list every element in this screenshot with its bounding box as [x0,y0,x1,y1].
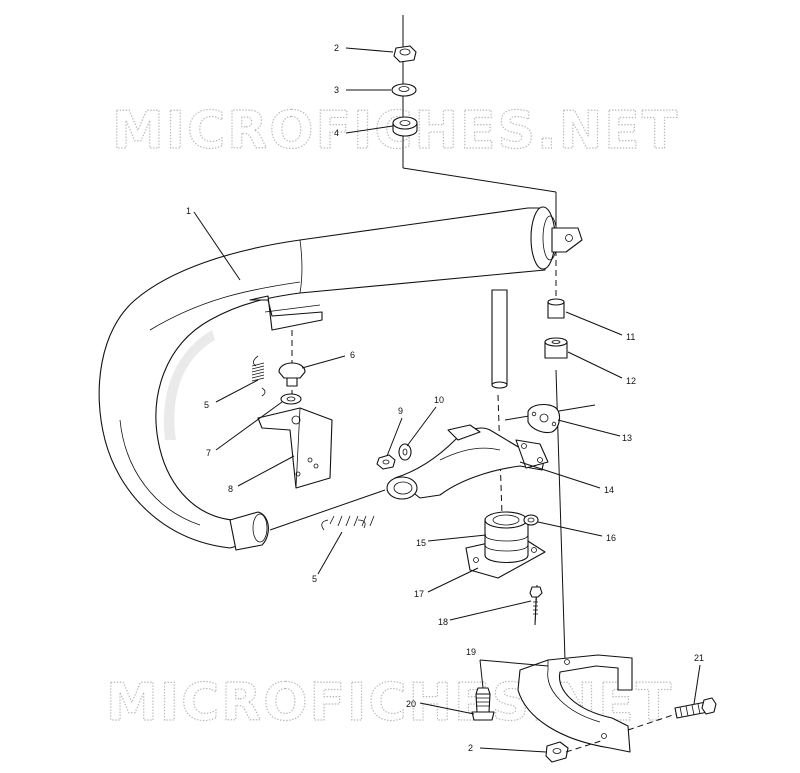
part-20-screw [471,687,495,721]
part-21-bolt [627,697,717,731]
callout-1: 1 [186,206,191,216]
callout-15: 15 [416,538,426,548]
callout-13: 13 [622,433,632,443]
callout-8: 8 [228,484,233,494]
callout-3: 3 [334,85,339,95]
part-15-boot [484,511,529,564]
part-2-nut-top [393,45,417,63]
part-1-muffler [98,206,583,551]
part-6-bumper [278,362,306,387]
part-5-spring-lower [321,515,375,531]
part-13-gasket [527,403,561,434]
callout-20: 20 [406,699,416,709]
callout-14: 14 [604,485,614,495]
callout-2-top: 2 [334,43,339,53]
part-10-washer [398,443,412,461]
part-19-support-bracket [517,654,633,753]
part-16-ring [523,514,539,526]
part-5-spring-upper [251,355,266,397]
callout-5-lower: 5 [312,574,317,584]
callout-18: 18 [438,617,448,627]
part-11-spacer [547,298,565,319]
part-4-grommet [392,116,418,137]
callout-labels: 1 2 3 4 5 6 7 8 9 10 11 12 13 14 15 16 1… [186,43,704,753]
part-8-bracket [257,407,333,489]
part-14-y-manifold [386,424,549,500]
callout-5-upper: 5 [204,400,209,410]
callout-17: 17 [414,589,424,599]
callout-2-bottom: 2 [468,743,473,753]
part-7-washer [280,393,302,405]
part-18-stud [529,586,543,626]
callout-21: 21 [694,653,704,663]
part-9-nut [376,454,396,470]
callout-16: 16 [606,533,616,543]
part-3-washer [391,83,417,97]
callout-6: 6 [350,350,355,360]
part-2-nut-bottom [545,739,605,763]
callout-4: 4 [334,128,339,138]
callout-10: 10 [434,395,444,405]
callout-11: 11 [626,332,635,342]
callout-7: 7 [206,448,211,458]
callout-leaders [193,47,701,753]
callout-12: 12 [626,376,636,386]
callout-9: 9 [398,406,403,416]
callout-19: 19 [466,647,476,657]
part-12-grommet [544,337,568,359]
